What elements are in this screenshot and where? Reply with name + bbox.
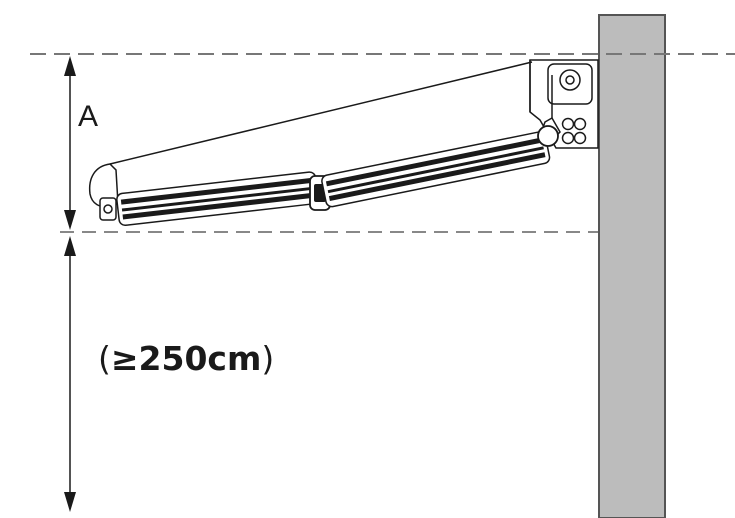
height-label: (≥250cm) [98,339,274,378]
dimension-a-arrow [64,56,76,230]
height-dimension-arrow [64,236,76,512]
wall [598,14,666,518]
fabric-edge [109,61,533,165]
arm-inner-segment [321,131,551,208]
arm-outer-segment [116,171,319,227]
dimension-a-label: A [78,100,98,133]
front-bar [88,163,119,221]
arm-shoulder-joint [537,125,559,147]
